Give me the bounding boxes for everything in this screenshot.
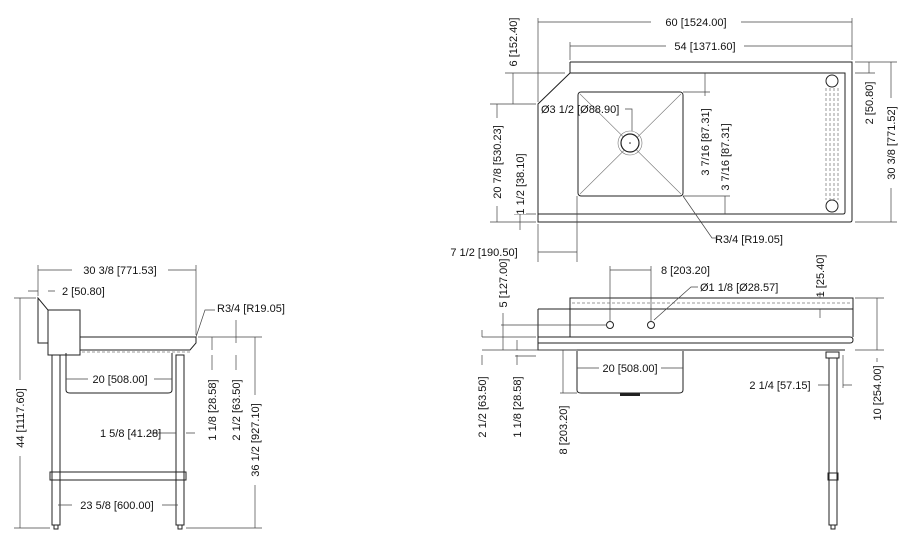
faucet-hole-icon [606,321,614,329]
top-front-to-back-label: 20 7/8 [530.23] [492,125,504,198]
side-sink-bowl [65,353,173,394]
top-backsplash-depth-label: 2 [50.80] [864,82,876,125]
top-bowl-back-gap-label: 3 7/16 [87.31] [700,108,712,175]
side-edge-height-label: 2 1/2 [63.50] [231,379,243,440]
side-leg-spacing-label: 23 5/8 [600.00] [80,500,153,512]
top-overall-depth-label: 30 3/8 [771.52] [886,106,898,179]
top-corner-radius-label: R3/4 [R19.05] [715,234,783,246]
side-backsplash-offset-label: 2 [50.80] [62,286,105,298]
side-leg-size-label: 1 5/8 [41.28] [100,428,161,440]
front-faucet-spacing-label: 8 [203.20] [661,265,710,277]
side-overall-depth-label: 30 3/8 [771.53] [83,265,156,277]
side-foot-left [53,524,59,530]
top-drain-outer [617,130,643,156]
front-leg-bracket [825,351,840,359]
side-leg-left [51,354,61,526]
top-backsplash-length-label: 54 [1371.60] [674,41,735,53]
top-sink-offset-label: 7 1/2 [190.50] [450,247,517,259]
front-countertop [537,336,854,351]
front-faucet-hole-label: Ø1 1/8 [Ø28.57] [700,282,778,294]
front-faucet-height-label: 5 [127.00] [498,259,510,308]
top-sink-bowl [577,91,684,197]
front-edge-height-label: 2 1/2 [63.50] [477,376,489,437]
front-foot [830,524,836,530]
top-drain-label: Ø3 1/2 [Ø88.90] [541,104,619,116]
front-bowl-width-label: 20 [508.00] [602,363,657,375]
faucet-hole-icon [647,321,655,329]
side-work-height-label: 36 1/2 [927.10] [250,403,262,476]
front-top-rim-label: 1 [25.40] [815,255,827,298]
side-overall-height-label: 44 [1117.60] [15,388,27,448]
front-leg-crossbar [827,472,839,481]
side-crossbar [49,471,187,481]
top-front-edge-label: 1 1/2 [38.10] [515,153,527,214]
side-view: 30 3/8 [771.53] 2 [50.80] R3/4 [R19.05] … [14,262,285,530]
top-view: 60 [1524.00] 54 [1371.60] 6 [152.40] 20 … [450,15,898,262]
front-leg-setback-label: 2 1/4 [57.15] [749,380,810,392]
side-radius-label: R3/4 [R19.05] [217,303,285,315]
front-rim-height-label: 1 1/8 [28.58] [512,376,524,437]
top-chamfer-label: 6 [152.40] [508,18,520,67]
side-foot-right [177,524,183,530]
front-leg [828,357,838,526]
side-rim-height-label: 1 1/8 [28.58] [207,379,219,440]
front-view: 8 [203.20] Ø1 1/8 [Ø28.57] 1 [25.40] 5 [… [477,255,884,530]
side-countertop [80,336,197,351]
front-backsplash [537,297,854,337]
front-backsplash-height-label: 10 [254.00] [872,365,884,420]
side-bowl-width-label: 20 [508.00] [92,374,147,386]
front-bowl-depth-label: 8 [203.20] [558,406,570,455]
top-cap-back [825,74,839,88]
top-cap-front [825,199,839,213]
side-backsplash [37,296,81,356]
side-leg-right [175,354,185,526]
top-bowl-front-gap-label: 3 7/16 [87.31] [720,123,732,190]
top-overall-length-label: 60 [1524.00] [665,17,726,29]
top-outline [537,61,853,223]
